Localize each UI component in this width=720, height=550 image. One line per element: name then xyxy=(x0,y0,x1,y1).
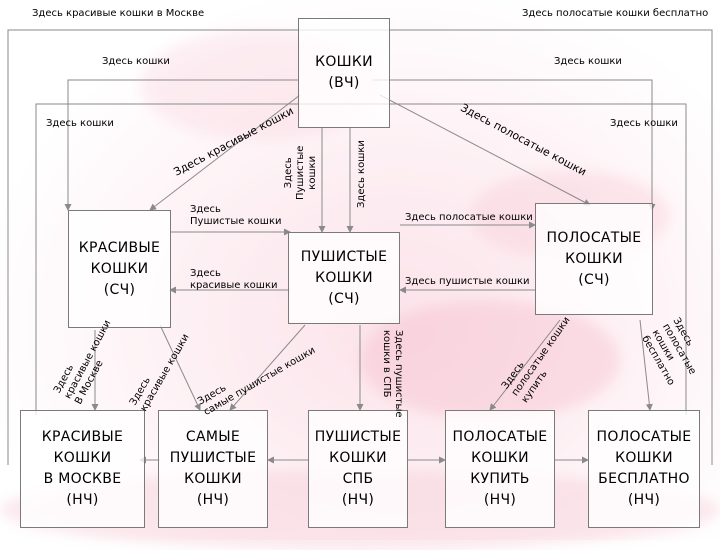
header-right-text: Здесь полосатые кошки бесплатно xyxy=(522,8,709,19)
node-polosatye-besplatno-nch: ПОЛОСАТЫЕ КОШКИ БЕСПЛАТНО (НЧ) xyxy=(588,410,700,528)
link-krasivye-samye xyxy=(159,324,201,411)
label-spb-diagonal: Здесь пушистые кошки в СПБ xyxy=(381,330,404,418)
link-pushistye-samye xyxy=(229,324,306,411)
label-koshki-top-right: Здесь кошки xyxy=(554,56,622,67)
node-polosatye-sch: ПОЛОСАТЫЕ КОШКИ (СЧ) xyxy=(535,203,653,315)
node-koshki-vch: КОШКИ (ВЧ) xyxy=(298,18,390,128)
label-pushistye-horizontal-2: Здесь пушистые кошки xyxy=(405,276,530,287)
label-pushistye-horizontal: Здесь Пушистые кошки xyxy=(190,204,282,227)
node-pushistye-sch: ПУШИСТЫЕ КОШКИ (СЧ) xyxy=(288,232,400,324)
node-polosatye-kupit-nch: ПОЛОСАТЫЕ КОШКИ КУПИТЬ (НЧ) xyxy=(445,410,555,528)
label-polosatye-horizontal: Здесь полосатые кошки xyxy=(405,212,533,223)
root-right-line xyxy=(372,79,656,211)
label-pushistye-vertical: Здесь Пушистые кошки xyxy=(283,145,318,200)
root-left-line xyxy=(64,79,298,211)
label-koshki-mid-left: Здесь кошки xyxy=(46,118,114,129)
link-polosatye-kupit xyxy=(489,319,561,411)
header-left-text: Здесь красивые кошки в Москве xyxy=(32,8,205,19)
node-krasivye-sch: КРАСИВЫЕ КОШКИ (СЧ) xyxy=(68,210,171,328)
node-krasivye-moskva-nch: КРАСИВЫЕ КОШКИ В МОСКВЕ (НЧ) xyxy=(20,410,145,528)
label-krasivye-horizontal: Здесь красивые кошки xyxy=(190,268,278,291)
node-pushistye-spb-nch: ПУШИСТЫЕ КОШКИ СПБ (НЧ) xyxy=(308,410,408,528)
diag-root-polosatye xyxy=(379,94,591,206)
label-koshki-mid-right: Здесь кошки xyxy=(610,118,678,129)
label-koshki-top-left: Здесь кошки xyxy=(102,56,170,67)
node-samye-pushistye-nch: САМЫЕ ПУШИСТЫЕ КОШКИ (НЧ) xyxy=(158,410,268,528)
link-polosatye-besplatno xyxy=(639,319,653,411)
diag-root-krasivye xyxy=(149,94,301,211)
background-petal xyxy=(360,300,620,420)
label-koshki-vertical: Здесь кошки xyxy=(356,140,367,208)
